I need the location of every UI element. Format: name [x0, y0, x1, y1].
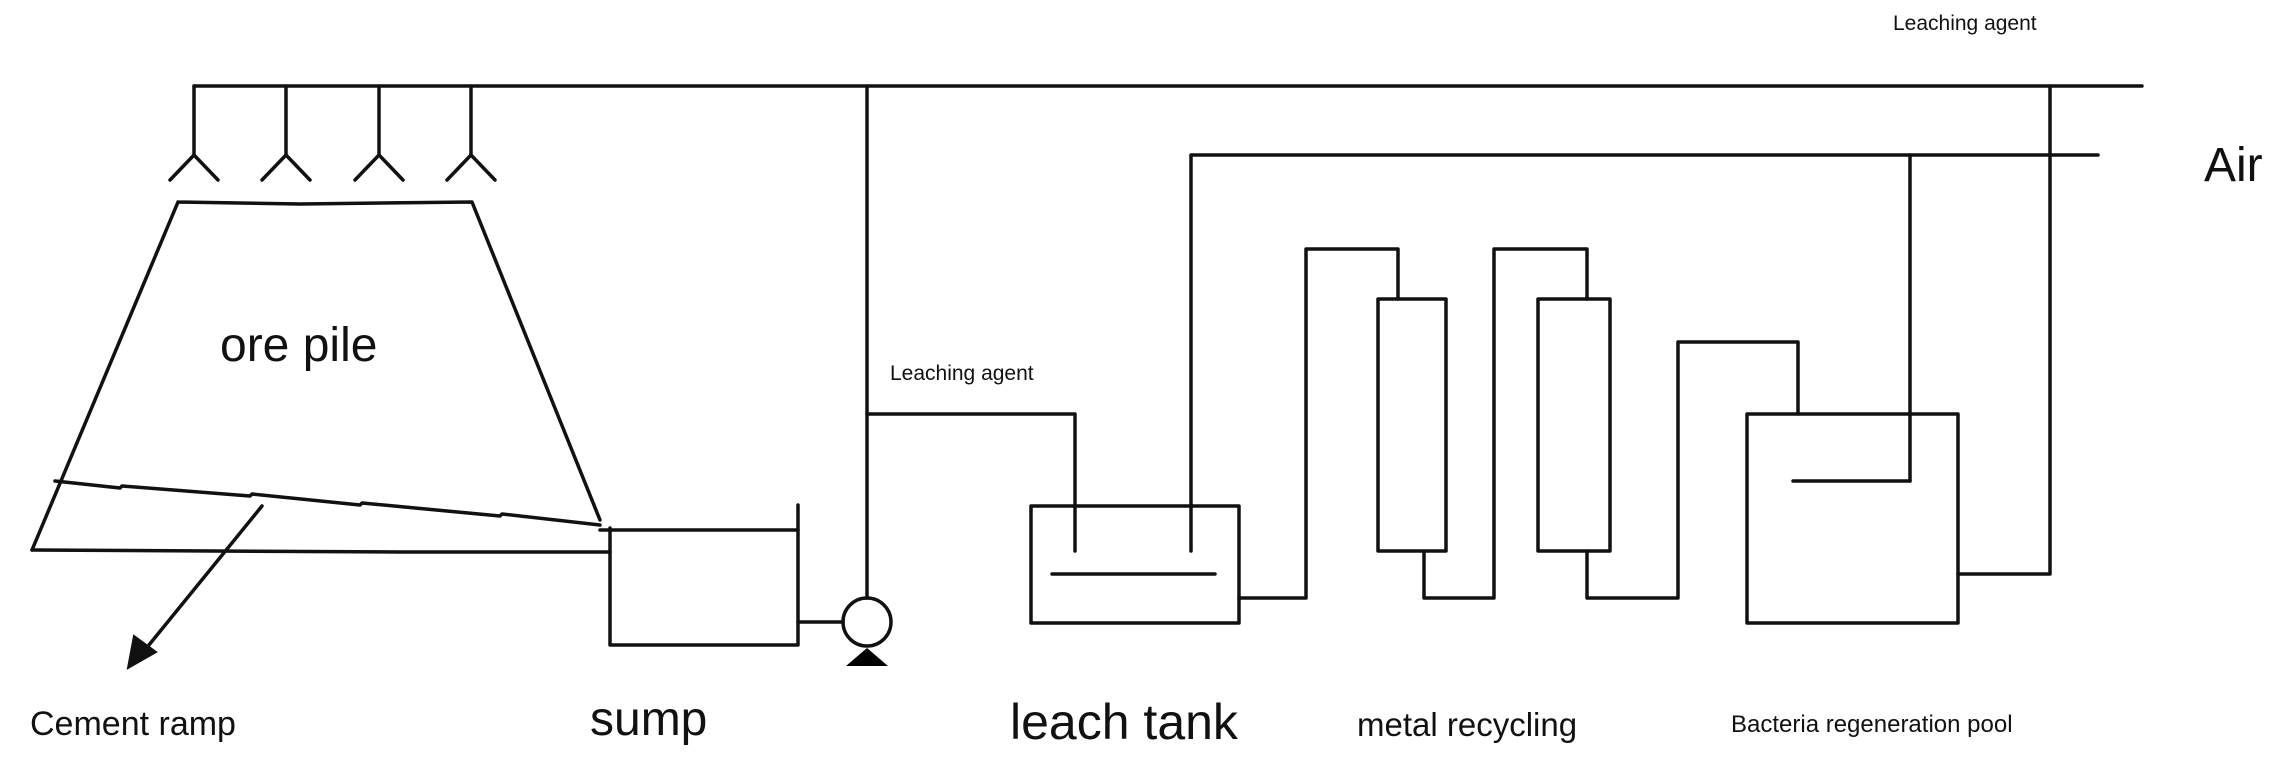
tank-to-column1-pipe — [1237, 247, 1400, 600]
arrow-head — [126, 634, 158, 670]
metal-recycling-column-2 — [1536, 297, 1612, 553]
ore-pile-shape — [30, 200, 602, 552]
ore-pile-base — [30, 548, 612, 554]
arrow-icon — [126, 504, 264, 670]
metal-recycling-column-1 — [1376, 297, 1448, 553]
leaching-agent-top-label: Leaching agent — [1893, 12, 2037, 35]
pool-return-pipe — [1956, 84, 2052, 576]
sprinkler-icon — [353, 84, 405, 182]
air-label: Air — [2204, 139, 2263, 192]
leach-tank — [1029, 504, 1241, 625]
ore-pile-label: ore pile — [220, 319, 378, 372]
sprinkler-icon — [168, 84, 220, 182]
column1-to-column2-pipe — [1422, 247, 1589, 600]
sprinkler-icon — [260, 84, 312, 182]
sump-label: sump — [590, 693, 708, 746]
pump-icon — [841, 596, 893, 666]
sprinkler-icon — [445, 84, 497, 182]
bacteria-regeneration-pool — [1745, 412, 1960, 625]
column2-to-pool-pipe — [1585, 340, 1800, 600]
sump-tank — [608, 503, 800, 647]
cement-ramp-label: Cement ramp — [30, 705, 236, 743]
bacteria-regeneration-pool-label: Bacteria regeneration pool — [1731, 711, 2013, 738]
sprinkler-array — [168, 84, 497, 182]
metal-recycling-label: metal recycling — [1357, 706, 1578, 743]
air-pipe — [1189, 153, 2100, 553]
leach-tank-feed-pipe — [865, 412, 1077, 553]
leaching-agent-mid-label: Leaching agent — [890, 362, 1034, 385]
cement-ramp-line — [53, 479, 602, 527]
leach-tank-label: leach tank — [1010, 694, 1238, 750]
